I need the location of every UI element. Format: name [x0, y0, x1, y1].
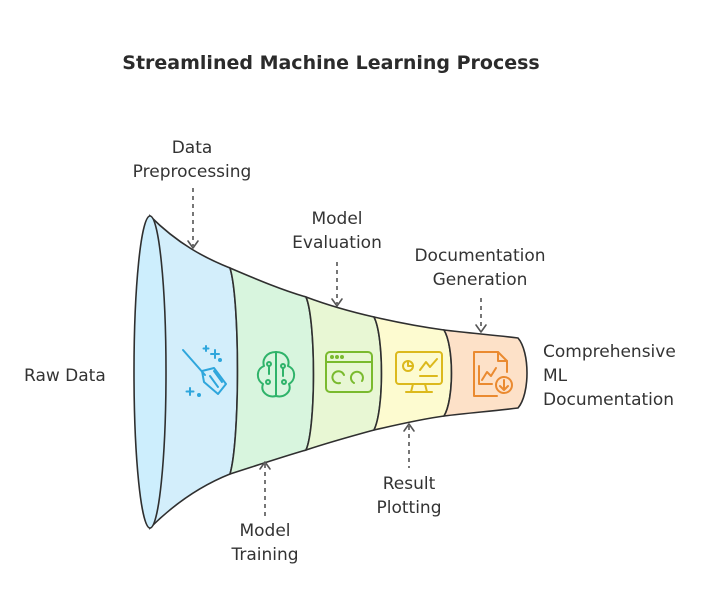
- stage-label-line: Result: [383, 474, 436, 494]
- funnel-mouth: [133, 215, 167, 529]
- stage-label-documentation-generation: Documentation Generation: [414, 246, 546, 333]
- pointer-arrowhead: [259, 461, 271, 470]
- stage-label-line: Training: [230, 545, 298, 565]
- input-label: Raw Data: [24, 366, 106, 386]
- brain-circuit-icon: [256, 351, 296, 398]
- pointer-arrowhead: [475, 324, 487, 333]
- output-label: Comprehensive ML Documentation: [543, 342, 676, 410]
- pointer-arrowhead: [331, 298, 343, 307]
- stage-label-line: Documentation: [414, 246, 545, 266]
- pointer-arrowhead: [403, 423, 415, 432]
- broom-sparkles-icon: [182, 345, 227, 397]
- stage-label-result-plotting: Result Plotting: [377, 423, 442, 518]
- pointer-arrowhead: [187, 240, 199, 249]
- browser-window-icon: [325, 351, 373, 393]
- output-label-line-2: ML: [543, 366, 568, 386]
- stage-label-line: Plotting: [377, 498, 442, 518]
- stage-label-line: Model: [311, 209, 362, 229]
- monitor-chart-icon: [395, 351, 443, 393]
- stage-label-data-preprocessing: Data Preprocessing: [133, 138, 252, 249]
- stage-segment-model-training: [228, 266, 315, 476]
- stage-segment-result-plotting: [372, 315, 453, 432]
- diagram-title: Streamlined Machine Learning Process: [122, 52, 539, 74]
- output-label-line-1: Comprehensive: [543, 342, 676, 362]
- stage-label-line: Evaluation: [292, 233, 382, 253]
- stage-label-line: Generation: [433, 270, 528, 290]
- document-chart-download-icon: [473, 351, 513, 397]
- stage-label-line: Data: [172, 138, 213, 158]
- stage-label-line: Preprocessing: [133, 162, 252, 182]
- output-label-line-3: Documentation: [543, 390, 674, 410]
- stage-label-model-evaluation: Model Evaluation: [292, 209, 382, 307]
- stage-label-line: Model: [239, 521, 290, 541]
- stage-label-model-training: Model Training: [230, 461, 299, 565]
